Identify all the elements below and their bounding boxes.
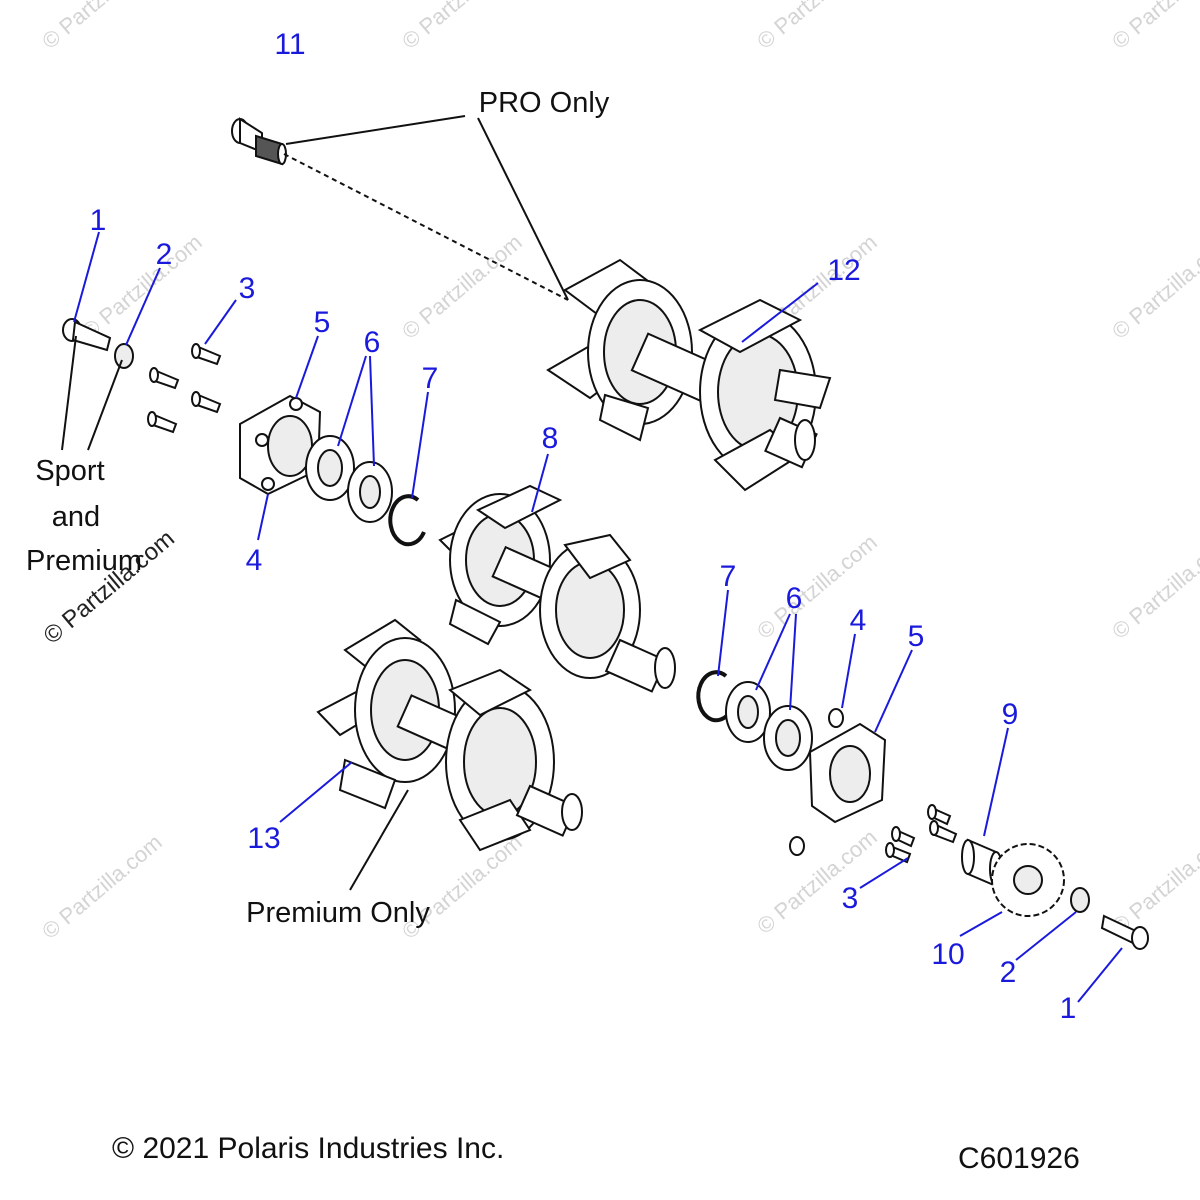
callout-6: 6 <box>786 582 803 615</box>
leader-4b <box>841 633 856 709</box>
part-7-snap-ring-left <box>388 494 426 547</box>
part-13-drive-shaft-premium <box>316 618 583 852</box>
callout-5: 5 <box>314 306 331 339</box>
part-1-bolt-left <box>62 318 112 352</box>
leader-5b <box>874 649 913 733</box>
note-sport-line3: Premium <box>26 545 142 577</box>
callout-13: 13 <box>247 822 280 855</box>
leader-3a <box>204 299 237 345</box>
watermark: © Partzilla.com <box>1107 824 1200 938</box>
callout-12: 12 <box>827 254 860 287</box>
leader-6b-2 <box>789 613 797 711</box>
note-sport-line1: Sport <box>35 455 104 487</box>
note-pro-only: PRO Only <box>479 87 610 119</box>
watermarks: © Partzilla.com © Partzilla.com © Partzi… <box>37 0 1200 944</box>
note-premium-only: Premium Only <box>246 897 430 929</box>
callout-6: 6 <box>364 326 381 359</box>
part-10-sprocket <box>991 843 1065 917</box>
callout-8: 8 <box>542 422 559 455</box>
watermark: © Partzilla.com <box>1107 529 1200 643</box>
callout-3: 3 <box>842 882 859 915</box>
callout-10: 10 <box>931 938 964 971</box>
callout-4: 4 <box>246 544 263 577</box>
part-2-washer-right <box>1070 887 1090 913</box>
part-4-nuts-right <box>789 708 844 856</box>
figure-code: C601926 <box>958 1142 1080 1175</box>
leader-1a <box>73 231 100 323</box>
callout-2: 2 <box>1000 956 1017 989</box>
leader-pro-only-bolt <box>285 115 466 145</box>
leader-2a <box>125 267 161 346</box>
leader-premium-only <box>349 789 409 891</box>
part-5-bearing-housing-left <box>239 394 322 496</box>
part-5-bearing-housing-right <box>808 722 887 824</box>
callout-11: 11 <box>274 28 305 61</box>
note-sport-line2: and <box>52 501 100 533</box>
leader-10 <box>959 911 1003 937</box>
leader-13 <box>279 761 353 823</box>
watermark: © Partzilla.com <box>1107 0 1200 54</box>
watermark: © Partzilla.com <box>752 824 882 938</box>
leader-6b-1 <box>755 613 791 691</box>
leader-12 <box>741 282 819 343</box>
part-7-snap-ring-right <box>696 670 734 723</box>
callout-9: 9 <box>1002 698 1019 731</box>
watermark-overlay: © Partzilla.com <box>39 525 180 650</box>
part-12-drive-shaft-pro <box>546 258 832 492</box>
leader-7b <box>717 589 729 677</box>
leader-pro-only-shaft <box>477 117 569 301</box>
part-11-bolt <box>231 117 569 301</box>
callout-2: 2 <box>156 238 173 271</box>
watermark: © Partzilla.com <box>37 829 167 943</box>
callout-3: 3 <box>239 272 256 305</box>
watermark: © Partzilla.com <box>397 0 527 54</box>
part-6-bearings-left <box>305 435 393 523</box>
part-6-bearings-right <box>725 681 813 771</box>
leader-sport-2 <box>87 359 123 451</box>
watermark: © Partzilla.com <box>77 229 207 343</box>
callout-7: 7 <box>720 560 737 593</box>
callout-1: 1 <box>1060 992 1077 1025</box>
part-3-screws-right <box>885 804 958 864</box>
callout-1: 1 <box>90 204 107 237</box>
leader-sport-1 <box>61 335 77 451</box>
watermark: © Partzilla.com <box>37 0 167 54</box>
copyright-text: © 2021 Polaris Industries Inc. <box>112 1132 504 1165</box>
watermark: © Partzilla.com <box>752 0 882 54</box>
watermark: © Partzilla.com <box>1107 229 1200 343</box>
leader-4a <box>257 493 269 541</box>
leader-8 <box>531 453 549 513</box>
leader-5a <box>295 335 319 399</box>
leader-3b <box>859 857 909 889</box>
leader-6a-1 <box>337 355 367 447</box>
leader-1b <box>1077 947 1123 1003</box>
callout-7: 7 <box>422 362 439 395</box>
callout-4: 4 <box>850 604 867 637</box>
leader-2b <box>1015 911 1077 961</box>
callout-5: 5 <box>908 620 925 653</box>
part-3-screws-left <box>147 343 222 434</box>
part-8-drive-shaft <box>438 484 676 693</box>
leader-7a <box>411 391 429 499</box>
leader-6a-2 <box>369 355 375 467</box>
leader-9 <box>983 727 1009 837</box>
part-2-washer-left <box>114 343 134 369</box>
part-1-bolt-right <box>1100 914 1149 950</box>
